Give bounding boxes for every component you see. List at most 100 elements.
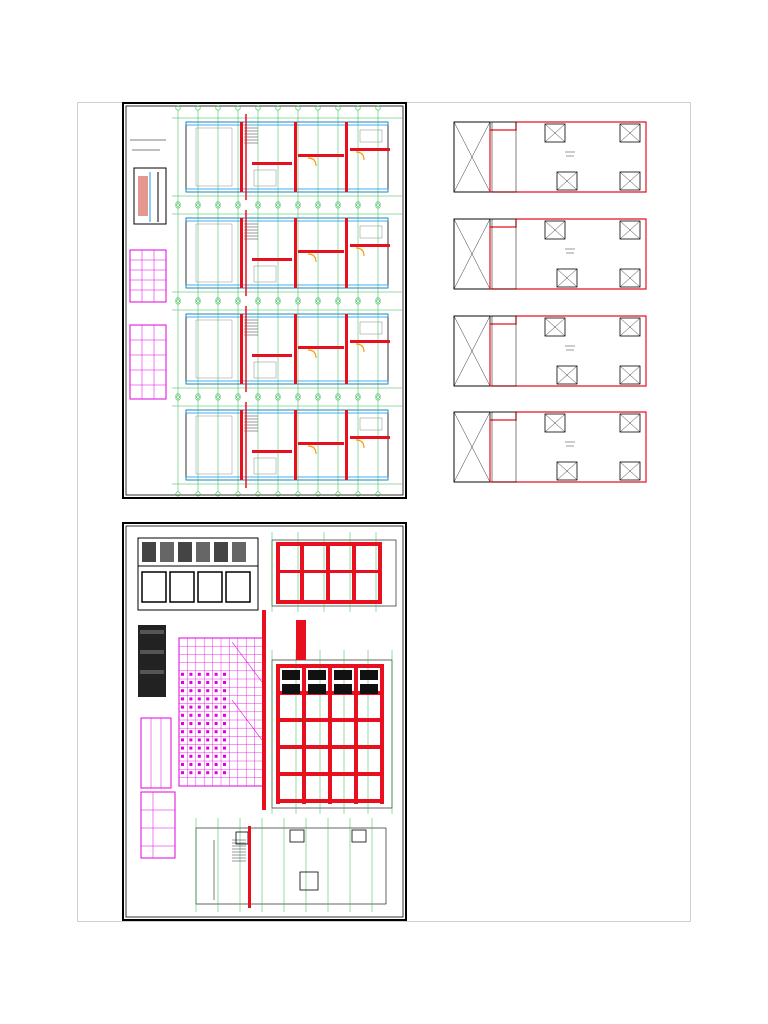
garage-diagonal — [453, 218, 491, 290]
property-line — [489, 315, 647, 387]
lot-outline — [453, 218, 647, 290]
window-strip — [185, 380, 389, 385]
grid-bubble — [315, 105, 321, 111]
grid-bubble — [235, 491, 241, 497]
table-mark — [181, 746, 184, 750]
table-mark — [206, 763, 210, 766]
door-swing — [307, 253, 317, 263]
grid-bubble — [195, 393, 201, 399]
grid-bubble — [295, 393, 301, 399]
table-mark — [197, 771, 201, 775]
grid-bubble — [335, 393, 341, 399]
light-well — [619, 365, 641, 385]
schedule-table-1 — [129, 249, 167, 303]
sheet-site-plans — [453, 121, 647, 483]
lot-outline — [453, 121, 647, 193]
table-mark — [181, 738, 184, 742]
table-mark — [181, 722, 184, 725]
window-strip — [185, 409, 389, 414]
grid-bubble — [255, 201, 261, 207]
table-mark — [181, 689, 184, 693]
garage-diagonal — [453, 315, 491, 387]
wall — [294, 314, 297, 384]
grid-bubble — [235, 105, 241, 111]
bed — [359, 417, 383, 431]
table-mark — [197, 738, 201, 742]
beam — [276, 570, 382, 573]
wall — [296, 620, 306, 660]
garage-diagonal — [453, 121, 491, 193]
window-strip — [185, 284, 389, 289]
schedule-table-2 — [129, 324, 167, 400]
grid-bubble — [235, 297, 241, 303]
wall — [252, 450, 292, 453]
bed — [253, 169, 277, 187]
window-strip — [185, 476, 389, 481]
grid-bubble — [275, 105, 281, 111]
grid-bubble — [175, 491, 181, 497]
beam — [276, 799, 384, 803]
schedule-table-3 — [140, 717, 172, 789]
light-well — [544, 123, 566, 143]
dark-block — [282, 670, 300, 680]
table-diagonal — [231, 699, 263, 741]
table-mark — [206, 771, 210, 775]
grid-bubble — [255, 491, 261, 497]
table-mark — [189, 713, 193, 717]
table-mark — [214, 754, 218, 758]
column-line — [276, 664, 280, 804]
light-well-diagonal — [619, 171, 641, 191]
light-well-diagonal — [619, 317, 641, 337]
table-mark — [206, 730, 210, 734]
beam — [276, 772, 384, 776]
grid-bubble — [315, 393, 321, 399]
table-mark — [181, 681, 184, 684]
footing — [351, 829, 367, 843]
table-mark — [181, 754, 184, 758]
light-well-diagonal — [556, 171, 578, 191]
table-mark — [223, 689, 226, 693]
table-mark — [214, 713, 218, 717]
table-mark — [181, 771, 184, 775]
table-mark — [223, 705, 226, 709]
door-swing — [355, 343, 365, 353]
sheet-floor-plans — [122, 102, 407, 499]
table-mark — [181, 713, 184, 717]
dark-block — [308, 670, 326, 680]
table-mark — [223, 754, 226, 758]
column-line — [302, 664, 306, 804]
dark-block — [334, 670, 352, 680]
light-well-diagonal — [544, 123, 566, 143]
light-well — [619, 413, 641, 433]
stair-area — [491, 121, 517, 193]
stair-area — [491, 315, 517, 387]
grid-bubble — [215, 105, 221, 111]
grid-bubble — [355, 297, 361, 303]
wall — [240, 410, 243, 480]
footing — [289, 829, 305, 843]
beam — [276, 542, 382, 546]
floor-plan-3 — [172, 297, 402, 401]
table-mark — [214, 746, 218, 750]
wall — [294, 218, 297, 288]
property-line — [489, 411, 647, 483]
beam — [276, 718, 384, 722]
table-mark — [181, 763, 184, 766]
table-mark — [197, 672, 201, 676]
table-mark — [189, 722, 193, 725]
site-plan-4 — [453, 411, 647, 483]
table-mark — [197, 713, 201, 717]
footing — [299, 871, 319, 891]
wall — [240, 122, 243, 192]
dark-block — [360, 684, 378, 694]
table-mark — [214, 697, 218, 701]
table-mark — [181, 705, 184, 709]
bed — [253, 265, 277, 283]
light-well-diagonal — [544, 413, 566, 433]
grid-bubble — [235, 201, 241, 207]
grid-bubble — [375, 105, 381, 111]
grid-bubble — [315, 297, 321, 303]
light-well — [556, 268, 578, 288]
door-swing — [307, 349, 317, 359]
light-well — [619, 268, 641, 288]
